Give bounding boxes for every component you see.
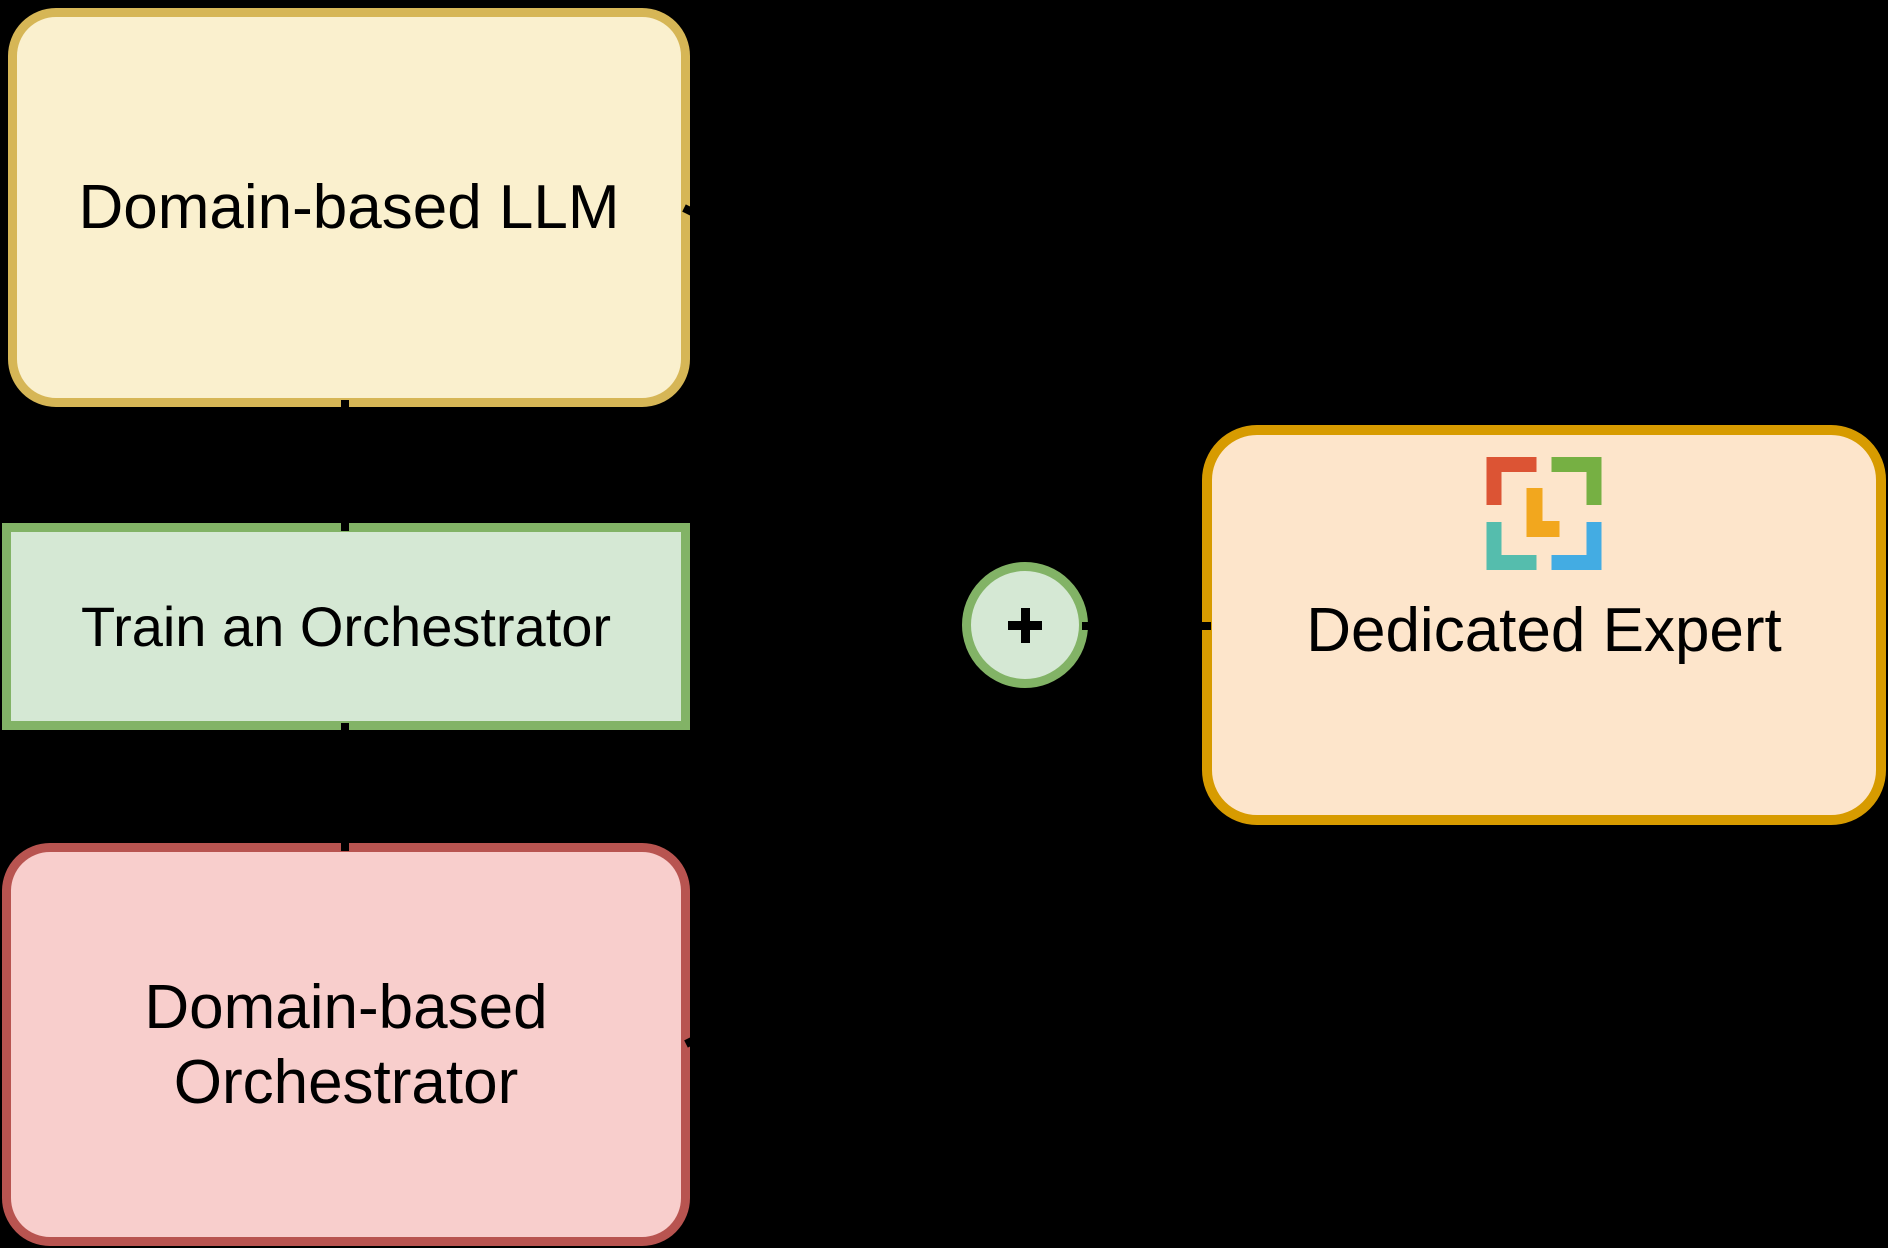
logo-top-left-bracket [1486,457,1537,505]
edge-into-orch [684,784,1197,1048]
logo-letter-l [1526,488,1560,537]
logo-top-right-bracket [1551,457,1602,505]
logo-bottom-left-bracket [1486,522,1537,570]
node-train-an-orchestrator-label: Train an Orchestrator [80,595,612,658]
node-dedicated-expert: Dedicated Expert [1202,425,1886,825]
plus-icon [1005,605,1045,645]
node-domain-based-llm: Domain-based LLM [8,8,690,407]
node-train-an-orchestrator: Train an Orchestrator [2,523,690,730]
node-dedicated-expert-label: Dedicated Expert [1306,596,1782,665]
node-domain-based-orchestrator: Domain-based Orchestrator [2,843,690,1246]
corner-brackets-l-logo-icon [1486,457,1602,570]
node-plus-circle [962,562,1088,688]
edge-into-llm [682,204,1197,466]
node-domain-based-llm-label: Domain-based LLM [78,173,620,242]
node-domain-based-orchestrator-label: Domain-based Orchestrator [144,972,548,1117]
logo-bottom-right-bracket [1551,522,1602,570]
